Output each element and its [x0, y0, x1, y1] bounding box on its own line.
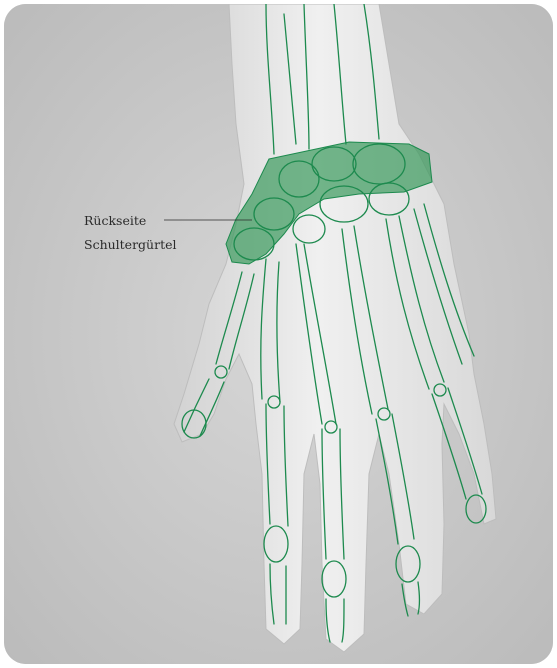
annotation-label-line2: Schultergürtel [84, 233, 177, 257]
annotation-label-line1: Rückseite [84, 209, 177, 233]
hand-skeleton-illustration [4, 4, 553, 664]
image-frame: Rückseite Schultergürtel [4, 4, 553, 664]
annotation-label: Rückseite Schultergürtel [84, 209, 177, 257]
